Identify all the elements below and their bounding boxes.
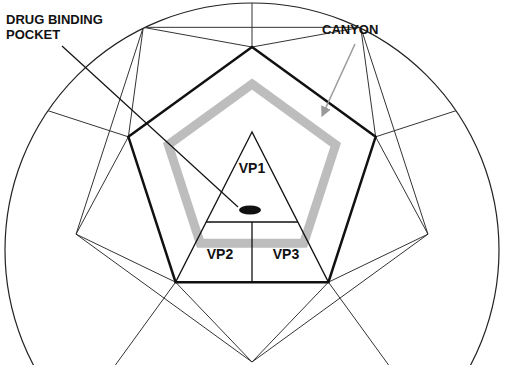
icosahedron-edge [76,137,128,234]
subunit-name: VP2 [207,246,233,262]
subunit-label-box: VP2 [205,245,235,263]
icosahedron-edge [376,137,428,234]
pocket-callout: DRUG BINDING POCKET [6,12,124,42]
icosahedron-edge [328,234,428,282]
icosahedron-edge [0,56,128,136]
leader-line [62,46,238,207]
icosahedron-edge [252,282,328,362]
subunit-divider [251,222,252,282]
subunit-name: VP3 [273,246,299,262]
icosahedron-edge [252,0,253,47]
icosahedron-edge [361,27,376,136]
leader-arrow [322,44,355,116]
subunit-label-box: VP1 [237,159,267,177]
icosahedron-edge [376,56,505,136]
icosahedron-edge [328,282,481,365]
subunit-label-box: VP3 [271,245,301,263]
icosahedron-edge [76,234,176,282]
subunit-name: VP1 [239,160,265,176]
drug-pocket [239,206,261,215]
icosahedron-edge [143,27,252,47]
protomer-triangle [176,132,329,282]
canyon-callout: CANYON [322,22,412,37]
pentamer-outline [128,47,375,282]
capsid-circle [5,3,499,365]
icosahedron-edge [128,27,143,136]
icosahedron-edge [176,282,252,362]
icosahedron-edge [23,282,176,365]
canyon-band [168,84,335,243]
